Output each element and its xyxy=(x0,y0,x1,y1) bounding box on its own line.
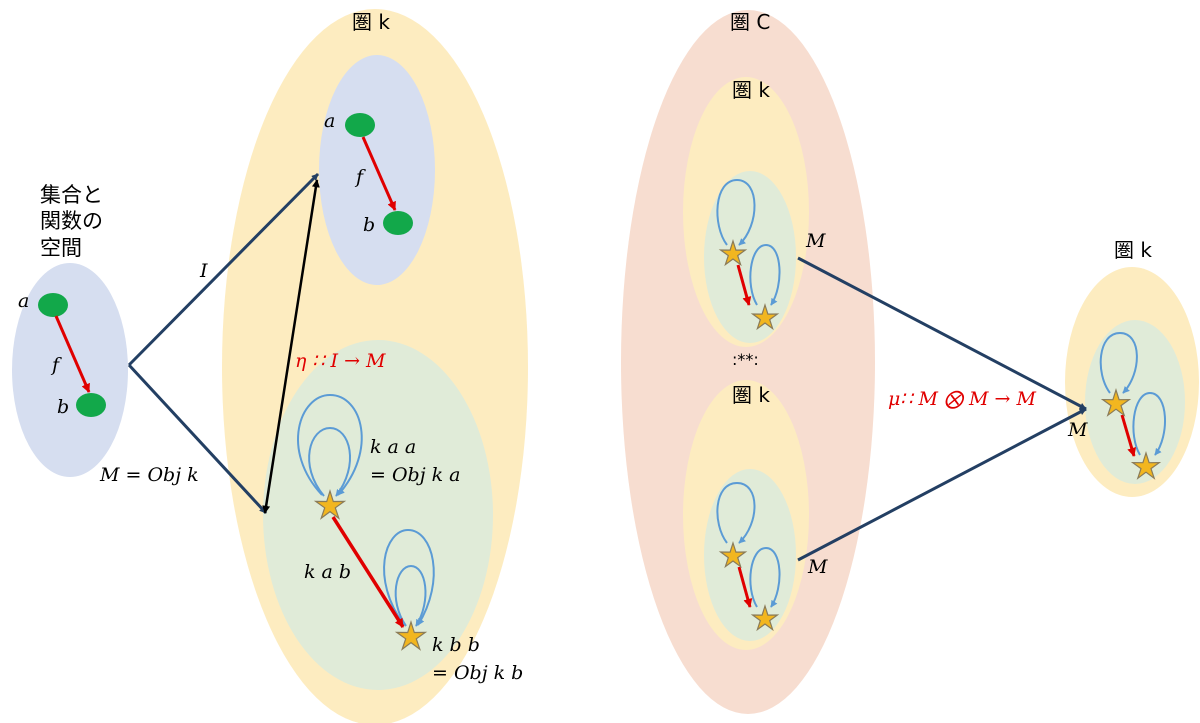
mu-arrow-bottom xyxy=(797,407,1087,562)
loop-arrow-icon xyxy=(749,546,781,608)
category-k-title: 圏 k xyxy=(352,10,390,34)
functor-M-top-label: M xyxy=(806,230,826,252)
mu-arrow-top xyxy=(797,256,1087,411)
star-icon xyxy=(718,239,748,267)
set-function-f-label: f xyxy=(52,354,60,376)
monad-image-right-ellipse xyxy=(1085,320,1185,484)
hom-kab-label: k a b xyxy=(304,561,352,583)
loop-arrow-icon xyxy=(716,178,756,246)
eta-label: η ∷ I → M xyxy=(295,350,386,372)
hom-kbb-label: k b b = Obj k b xyxy=(432,634,524,684)
functor-M-arrow xyxy=(127,363,268,515)
morphism-arrow xyxy=(331,516,405,628)
category-k-right-title: 圏 k xyxy=(1114,238,1152,262)
green-dot-icon xyxy=(345,113,375,137)
star-icon xyxy=(394,619,428,651)
loop-arrow-icon xyxy=(749,243,781,306)
category-c-title: 圏 C xyxy=(730,10,771,34)
loop-arrow-icon xyxy=(1099,331,1138,394)
star-icon xyxy=(1130,451,1162,480)
monad-image-bottom-ellipse xyxy=(704,469,796,641)
loop-arrow-icon xyxy=(394,564,427,627)
category-k-top-title: 圏 k xyxy=(732,78,770,102)
function-arrow xyxy=(54,315,91,393)
green-dot-icon xyxy=(76,393,106,417)
loop-arrow-icon xyxy=(716,481,756,544)
hom-kaa-label: k a a = Obj k a xyxy=(370,436,461,486)
functor-M-right-label: M xyxy=(1068,419,1088,441)
eta-arrow xyxy=(262,179,320,514)
morphism-arrow xyxy=(1120,414,1137,457)
star-icon xyxy=(718,541,748,569)
category-k-bottom-title: 圏 k xyxy=(732,383,770,407)
star-icon xyxy=(750,604,780,632)
set-object-b-label: b xyxy=(57,396,70,418)
mu-label: μ∷ M ⨂ M → M xyxy=(888,388,1036,410)
green-dot-icon xyxy=(38,293,68,317)
object-a-label: a xyxy=(324,110,336,132)
object-b-label: b xyxy=(363,214,376,236)
set-object-a-label: a xyxy=(18,290,30,312)
set-space-title: 集合と 関数の 空間 xyxy=(40,183,103,260)
function-arrow xyxy=(361,136,397,211)
green-dot-icon xyxy=(383,211,413,235)
monad-image-top-ellipse xyxy=(704,171,796,343)
function-f-label: f xyxy=(356,166,364,188)
morphism-arrow xyxy=(737,566,753,608)
functor-M-label: M = Obj k xyxy=(100,464,199,486)
monad-image-ellipse xyxy=(263,340,493,690)
star-icon xyxy=(750,303,780,331)
functor-M-bottom-label: M xyxy=(808,556,828,578)
loop-arrow-icon xyxy=(1132,391,1166,456)
star-icon xyxy=(1100,388,1132,417)
set-space-ellipse xyxy=(12,263,128,477)
tensor-symbol: :**: xyxy=(732,350,759,369)
loop-arrow-icon xyxy=(383,528,435,626)
morphism-arrow xyxy=(736,264,752,306)
functor-I-label: I xyxy=(200,260,208,282)
